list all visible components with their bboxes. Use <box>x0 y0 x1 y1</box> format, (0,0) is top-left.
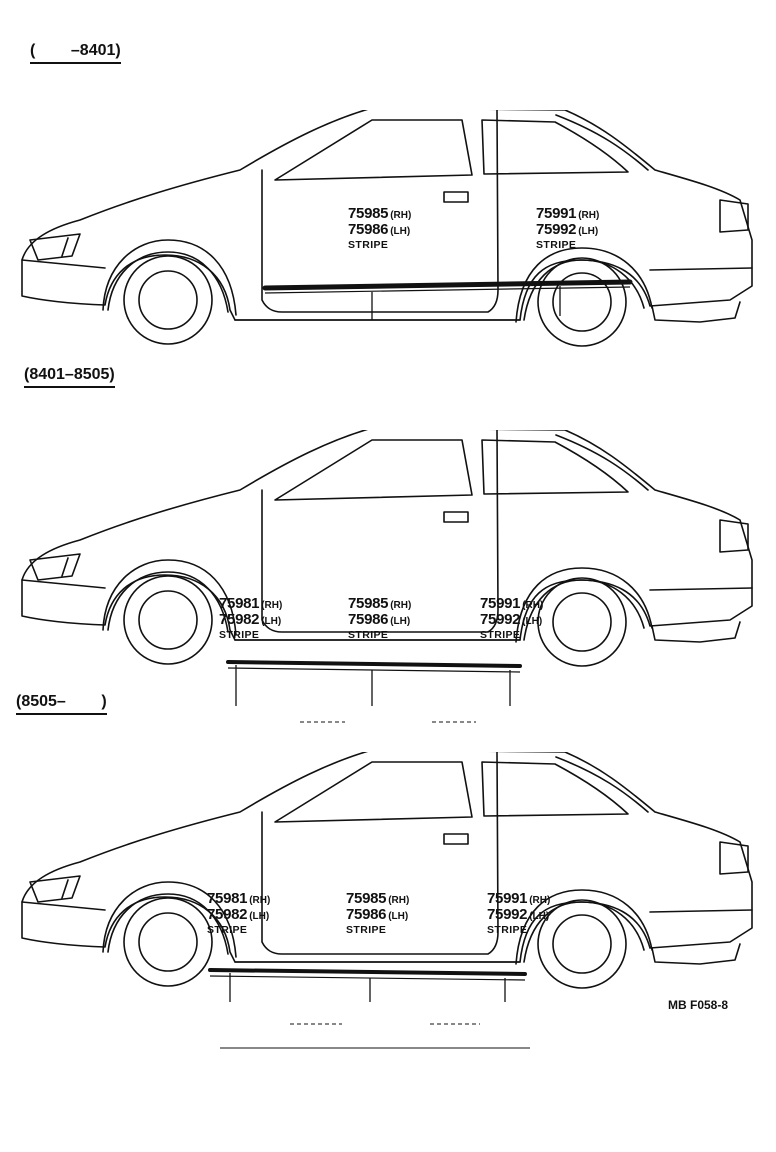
diagram-reference-code: MB F058-8 <box>668 998 729 1012</box>
stripe-label: STRIPE <box>536 239 577 251</box>
section-2-car-illustration <box>21 430 753 723</box>
section-2-range-label: (8401–8505) <box>24 366 115 388</box>
section-2-part-quarter: 75991(RH) 75992(LH) STRIPE <box>480 595 543 641</box>
side-rh: (RH) <box>578 210 600 221</box>
side-rh: (RH) <box>261 600 283 611</box>
stripe-label: STRIPE <box>346 924 387 936</box>
part-number-lh: 75986 <box>348 221 389 238</box>
stripe-label: STRIPE <box>480 629 521 641</box>
side-lh: (LH) <box>390 616 411 627</box>
section-3-part-front: 75981(RH) 75982(LH) STRIPE <box>207 890 270 936</box>
part-number-lh: 75986 <box>348 611 389 628</box>
side-lh: (LH) <box>578 226 599 237</box>
stripe-label: STRIPE <box>348 629 389 641</box>
side-rh: (RH) <box>529 895 551 906</box>
section-3-range-label: (8505– ) <box>16 693 107 715</box>
stripe-label: STRIPE <box>207 924 248 936</box>
section-2-part-door: 75985(RH) 75986(LH) STRIPE <box>348 595 411 641</box>
side-rh: (RH) <box>388 895 410 906</box>
side-rh: (RH) <box>522 600 544 611</box>
part-number-lh: 75982 <box>207 906 248 923</box>
stripe-label: STRIPE <box>219 629 260 641</box>
section-2-lower-stripe <box>226 660 522 668</box>
part-number-lh: 75992 <box>536 221 577 238</box>
section-1-car-illustration <box>21 110 753 347</box>
side-lh: (LH) <box>522 616 543 627</box>
side-rh: (RH) <box>390 600 412 611</box>
part-number-rh: 75991 <box>480 595 521 612</box>
part-number-rh: 75991 <box>487 890 528 907</box>
section-2-lower-stripe-edge <box>227 667 521 673</box>
section-1-upper-stripe-edge <box>264 286 631 294</box>
section-1-range-label: ( –8401) <box>30 42 121 64</box>
side-rh: (RH) <box>249 895 271 906</box>
side-rh: (RH) <box>390 210 412 221</box>
side-lh: (LH) <box>390 226 411 237</box>
part-number-rh: 75981 <box>207 890 248 907</box>
side-lh: (LH) <box>249 911 270 922</box>
section-1-part-quarter: 75991(RH) 75992(LH) STRIPE <box>536 205 599 251</box>
stripe-label: STRIPE <box>348 239 389 251</box>
section-3-part-quarter: 75991(RH) 75992(LH) STRIPE <box>487 890 550 936</box>
side-lh: (LH) <box>529 911 550 922</box>
section-1-upper-stripe <box>262 279 633 291</box>
section-3-car-illustration <box>21 752 753 1049</box>
section-3-part-door: 75985(RH) 75986(LH) STRIPE <box>346 890 409 936</box>
part-number-rh: 75985 <box>348 595 389 612</box>
part-number-lh: 75992 <box>480 611 521 628</box>
side-lh: (LH) <box>388 911 409 922</box>
section-1-part-door: 75985(RH) 75986(LH) STRIPE <box>348 205 411 251</box>
section-2-part-front: 75981(RH) 75982(LH) STRIPE <box>219 595 282 641</box>
side-lh: (LH) <box>261 616 282 627</box>
part-number-rh: 75985 <box>348 205 389 222</box>
part-number-lh: 75992 <box>487 906 528 923</box>
part-number-lh: 75986 <box>346 906 387 923</box>
part-number-lh: 75982 <box>219 611 260 628</box>
stripe-label: STRIPE <box>487 924 528 936</box>
part-number-rh: 75985 <box>346 890 387 907</box>
part-number-rh: 75981 <box>219 595 260 612</box>
section-3-lower-stripe-edge <box>209 975 526 981</box>
section-3-lower-stripe <box>208 968 527 976</box>
part-number-rh: 75991 <box>536 205 577 222</box>
